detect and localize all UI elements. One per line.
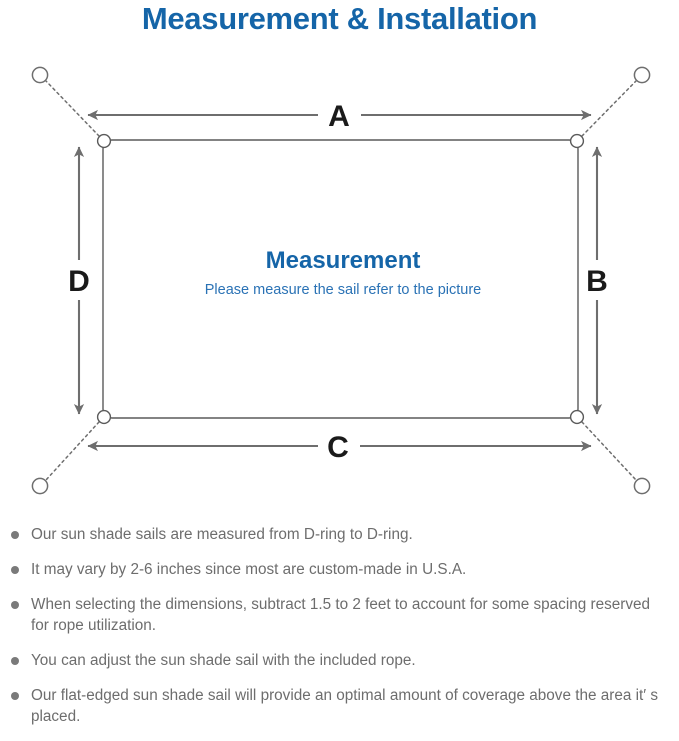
note-text: When selecting the dimensions, subtract … (31, 596, 651, 634)
dimension-label-d: D (68, 265, 90, 298)
dimension-label-b: B (586, 265, 608, 298)
bullet-icon (11, 566, 19, 574)
sail-body (102, 139, 579, 419)
note-text: You can adjust the sun shade sail with t… (31, 652, 416, 669)
bullet-icon (11, 657, 19, 665)
sun-shade-sail-measurement-diagram: A C D B Measurement Please measure the s… (0, 48, 679, 518)
d-ring-bottom-right (569, 409, 585, 425)
measurement-subheading: Please measure the sail refer to the pic… (205, 282, 481, 298)
bullet-icon (11, 531, 19, 539)
note-text: Our sun shade sails are measured from D-… (31, 526, 413, 543)
d-ring-top-right (569, 133, 585, 149)
d-ring-bottom-left (96, 409, 112, 425)
rope-line-top-left (45, 80, 100, 137)
dimension-label-a: A (328, 100, 350, 133)
bullet-icon (11, 601, 19, 609)
anchor-point-bottom-left (31, 477, 49, 495)
anchor-point-top-right (633, 66, 651, 84)
list-item: It may vary by 2-6 inches since most are… (0, 559, 679, 580)
d-ring-top-left (96, 133, 112, 149)
notes-list: Our sun shade sails are measured from D-… (0, 524, 679, 741)
rope-line-top-right (581, 80, 637, 137)
list-item: You can adjust the sun shade sail with t… (0, 650, 679, 671)
rope-line-bottom-right (581, 421, 637, 481)
note-text: Our flat-edged sun shade sail will provi… (31, 687, 659, 725)
dimension-label-c: C (327, 431, 349, 464)
page-title: Measurement & Installation (141, 1, 538, 36)
rope-line-bottom-left (45, 421, 100, 481)
anchor-point-top-left (31, 66, 49, 84)
note-text: It may vary by 2-6 inches since most are… (31, 561, 467, 578)
anchor-point-bottom-right (633, 477, 651, 495)
list-item: When selecting the dimensions, subtract … (0, 594, 679, 636)
measurement-heading: Measurement (266, 247, 421, 274)
list-item: Our flat-edged sun shade sail will provi… (0, 685, 679, 727)
bullet-icon (11, 692, 19, 700)
list-item: Our sun shade sails are measured from D-… (0, 524, 679, 545)
